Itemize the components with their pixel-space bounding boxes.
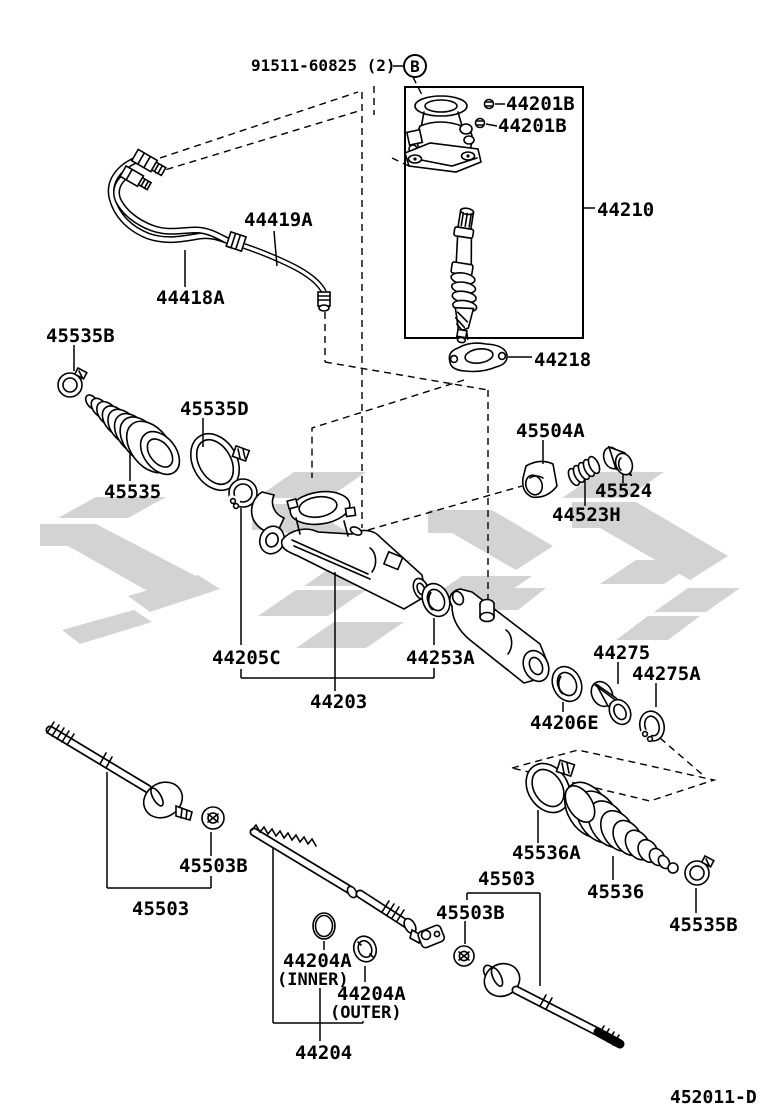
snap-ring-44205c xyxy=(226,478,258,510)
guide-cap-45524 xyxy=(602,445,634,477)
union-bolt-icon-lower xyxy=(474,117,486,129)
part-label-45503b-bottom: 45503B xyxy=(436,902,505,924)
oil-seal-44253a xyxy=(421,582,451,618)
callout-b-letter: B xyxy=(410,57,420,76)
washer-45503b-left xyxy=(201,806,225,830)
part-label-44203: 44203 xyxy=(310,691,367,713)
part-label-45535b-left: 45535B xyxy=(46,325,115,347)
spring-44523h xyxy=(567,455,601,487)
part-label-44204a-outer: 44204A xyxy=(337,983,406,1005)
control-valve-housing xyxy=(404,95,482,173)
boot-45536 xyxy=(563,781,679,874)
part-label-45535: 45535 xyxy=(104,481,161,503)
part-label-44204a-inner: 44204A xyxy=(283,950,352,972)
part-label-44204a-inner-note: (INNER) xyxy=(277,970,349,990)
part-label-45503-bottom: 45503 xyxy=(478,868,535,890)
part-label-44218: 44218 xyxy=(534,349,591,371)
tube-fitting-lower xyxy=(119,164,153,191)
tube-fitting-upper xyxy=(130,148,167,177)
rack-end-cylinder xyxy=(449,588,550,684)
rack-guide-45504a xyxy=(521,460,558,499)
valve-assembly-box xyxy=(404,86,584,339)
boot-45535 xyxy=(84,394,181,476)
part-label-45503b-left: 45503B xyxy=(179,855,248,877)
union-bolt-icon-upper xyxy=(483,98,495,110)
clamp-45536a xyxy=(525,759,576,814)
part-label-45536a: 45536A xyxy=(512,842,581,864)
tie-rod-bottom-45503 xyxy=(482,962,625,1049)
part-label-44275a: 44275A xyxy=(632,663,701,685)
rack-bar-44204 xyxy=(249,823,422,945)
part-label-44210: 44210 xyxy=(597,199,654,221)
pressure-tube-assembly xyxy=(107,148,331,312)
part-label-44419a: 44419A xyxy=(244,209,313,231)
part-label-91511-60825: 91511-60825 (2) xyxy=(251,56,396,75)
rack-housing-44203 xyxy=(250,490,430,610)
part-label-44418a: 44418A xyxy=(156,287,225,309)
part-label-45504a: 45504A xyxy=(516,420,585,442)
clamp-45535b-left xyxy=(57,366,88,398)
part-label-44206e: 44206E xyxy=(530,712,599,734)
ring-44204a-outer xyxy=(352,935,378,963)
part-label-44204: 44204 xyxy=(295,1042,352,1064)
part-labels: 91511-60825 (2) 44201B 44201B 44210 4421… xyxy=(46,56,738,1064)
dashed-leader-lines xyxy=(154,76,717,802)
tie-rod-left-45503 xyxy=(45,721,193,821)
washer-45503b-bottom xyxy=(453,945,475,967)
part-label-44253a: 44253A xyxy=(406,647,475,669)
diagram-code: 452011-D xyxy=(670,1087,757,1108)
o-ring-44204a-inner xyxy=(312,912,336,940)
bushing-44275 xyxy=(590,680,632,726)
part-label-45503-left: 45503 xyxy=(132,898,189,920)
clamp-45535b-right xyxy=(684,854,715,886)
part-label-44201b-upper: 44201B xyxy=(506,93,575,115)
gasket-44218 xyxy=(448,342,508,373)
part-label-44523h: 44523H xyxy=(552,504,621,526)
hose-end-fitting xyxy=(317,291,331,312)
leader-lines xyxy=(73,65,697,1041)
part-label-44204a-outer-note: (OUTER) xyxy=(330,1003,402,1023)
valve-worm-shaft xyxy=(450,207,478,344)
tube-union-block xyxy=(225,230,248,253)
callout-b-circle: B xyxy=(403,54,427,78)
part-label-45524: 45524 xyxy=(595,480,652,502)
part-label-44275: 44275 xyxy=(593,642,650,664)
part-label-45535b-right: 45535B xyxy=(669,914,738,936)
part-label-44201b-lower: 44201B xyxy=(498,115,567,137)
rack-stopper-block xyxy=(417,924,446,949)
part-label-45536: 45536 xyxy=(587,881,644,903)
part-label-45535d: 45535D xyxy=(180,398,249,420)
oil-seal-44206e xyxy=(551,665,583,703)
part-label-44205c: 44205C xyxy=(212,647,281,669)
snap-ring-44275a xyxy=(638,710,666,743)
